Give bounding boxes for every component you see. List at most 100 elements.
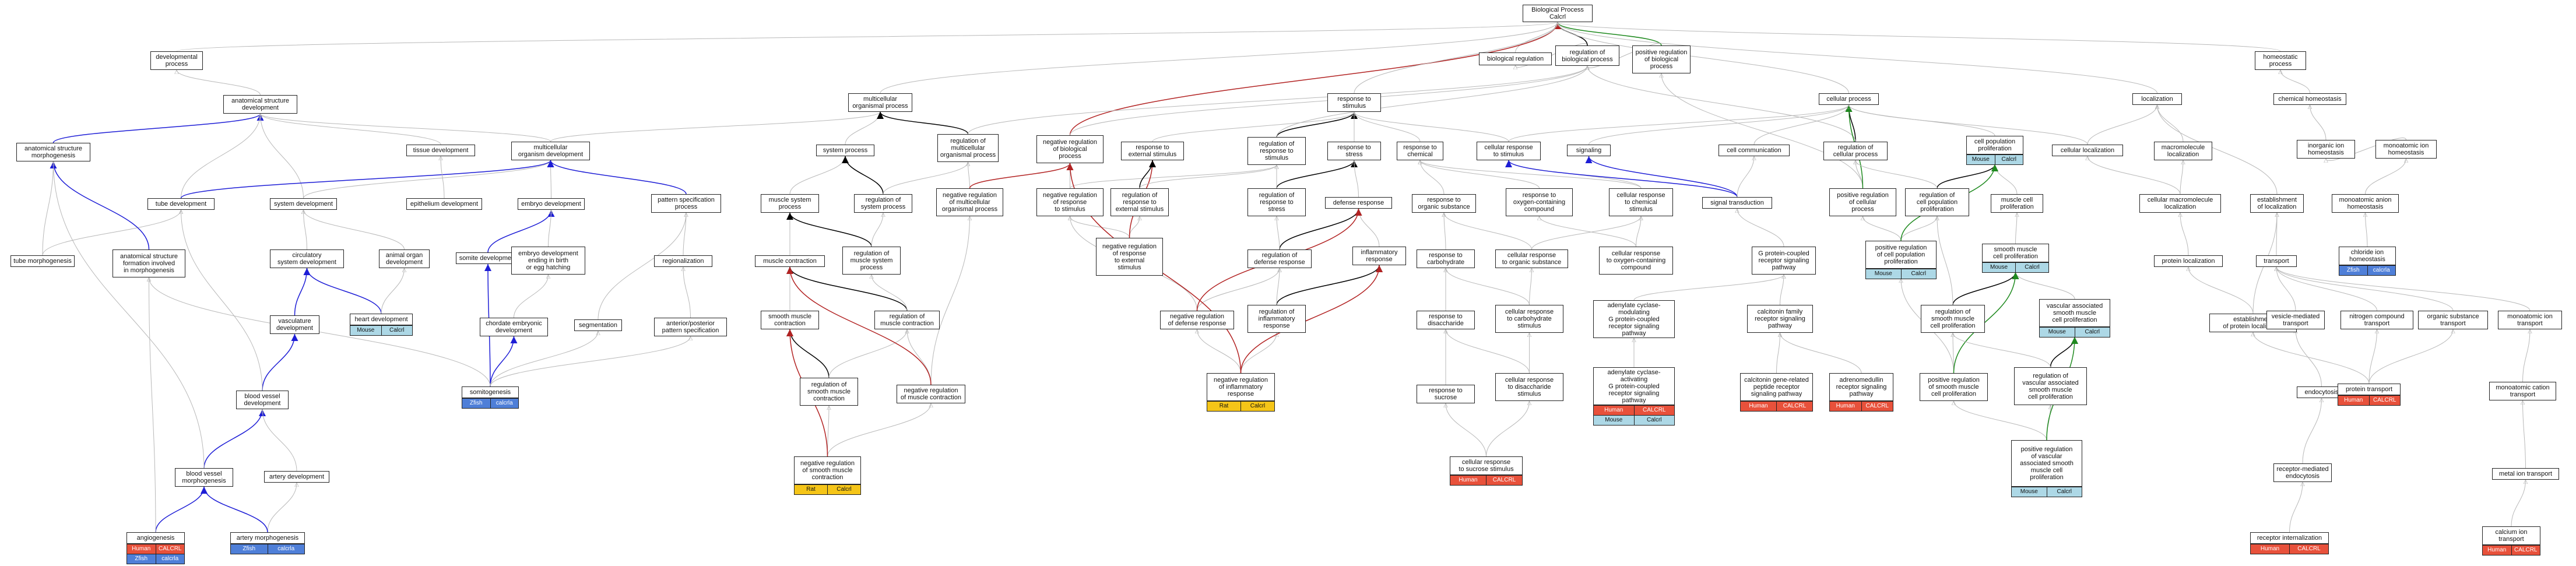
go-term-regrespstim[interactable]: regulation of response to stimulus (1247, 137, 1306, 165)
go-term-inorghomeo[interactable]: inorganic ion homeostasis (2297, 140, 2355, 159)
go-term-signaling[interactable]: signaling (1567, 145, 1611, 156)
go-term-posregvascsm[interactable]: positive regulation of vascular associat… (2011, 440, 2082, 487)
go-term-metaltrans[interactable]: metal ion transport (2492, 468, 2559, 480)
go-term-arterymorph[interactable]: artery morphogenesis (230, 532, 305, 544)
go-term-cellproc[interactable]: cellular process (1819, 93, 1879, 105)
go-term-prottrans[interactable]: protein transport (2338, 384, 2401, 395)
go-term-monohomeo[interactable]: monoatomic ion homeostasis (2375, 140, 2437, 159)
go-term-homeo[interactable]: homeostatic process (2255, 51, 2306, 70)
go-term-reginfl[interactable]: regulation of inflammatory response (1247, 305, 1306, 333)
go-term-resp-carb[interactable]: response to carbohydrate (1417, 249, 1475, 268)
go-term-regmusclesys[interactable]: regulation of muscle system process (842, 247, 901, 275)
go-term-arterydev[interactable]: artery development (264, 471, 329, 483)
go-term-regsmprol[interactable]: regulation of smooth muscle cell prolife… (1921, 305, 1985, 333)
go-term-cellrespoxy[interactable]: cellular response to oxygen-containing c… (1599, 247, 1673, 275)
go-term-smcont[interactable]: smooth muscle contraction (761, 311, 819, 329)
go-term-respdisacc[interactable]: response to disaccharide (1417, 311, 1475, 329)
go-term-devproc[interactable]: developmental process (150, 51, 203, 70)
go-term-regionaliz[interactable]: regionalization (654, 255, 712, 267)
go-term-posregbp[interactable]: positive regulation of biological proces… (1632, 45, 1691, 73)
go-term-vascsmprol[interactable]: vascular associated smooth muscle cell p… (2039, 299, 2110, 327)
go-term-musclecont[interactable]: muscle contraction (755, 255, 825, 267)
go-term-regmultiproc[interactable]: regulation of multicellular organismal p… (937, 134, 999, 162)
go-term-regcellpop[interactable]: regulation of cell population proliferat… (1905, 188, 1969, 216)
go-term-respoxy[interactable]: response to oxygen-containing compound (1506, 188, 1573, 216)
go-term-macroloc[interactable]: macromolecule localization (2154, 142, 2212, 160)
go-term-embdevend[interactable]: embryo development ending in birth or eg… (511, 247, 585, 275)
go-term-anatform[interactable]: anatomical structure formation involved … (113, 249, 185, 277)
go-term-recendo[interactable]: receptor-mediated endocytosis (2273, 463, 2332, 482)
go-term-smprol[interactable]: smooth muscle cell proliferation (1982, 244, 2049, 262)
go-term-antpost[interactable]: anterior/posterior pattern specification (654, 318, 727, 336)
go-term-somitogen[interactable]: somitogenesis (462, 386, 519, 398)
go-term-cellloc[interactable]: cellular localization (2052, 145, 2123, 156)
go-term-segment[interactable]: segmentation (574, 319, 622, 331)
go-term-cellcomm[interactable]: cell communication (1718, 145, 1790, 156)
go-term-monoanhomeo[interactable]: monoatomic anion homeostasis (2332, 194, 2399, 213)
go-term-regmusclecont[interactable]: regulation of muscle contraction (874, 311, 940, 329)
go-term-regbp[interactable]: regulation of biological process (1555, 45, 1619, 66)
go-term-transport[interactable]: transport (2256, 255, 2297, 267)
go-term-orgsubtrans[interactable]: organic substance transport (2418, 311, 2488, 329)
go-term-circdev[interactable]: circulatory system development (270, 249, 344, 268)
go-term-cellpopprol[interactable]: cell population proliferation (1966, 136, 2023, 154)
go-term-negregsmcont[interactable]: negative regulation of smooth muscle con… (794, 456, 861, 484)
go-term-resporgsub[interactable]: response to organic substance (1412, 194, 1476, 213)
go-term-regvascsm[interactable]: regulation of vascular associated smooth… (2014, 367, 2087, 405)
go-term-cellrespsucrose[interactable]: cellular response to sucrose stimulus (1450, 456, 1523, 475)
go-term-sysproc[interactable]: system process (816, 145, 874, 156)
go-term-cellrespstim[interactable]: cellular response to stimulus (1477, 142, 1541, 160)
go-term-localiz[interactable]: localization (2132, 93, 2182, 105)
go-term-adcycact[interactable]: adenylate cyclase-activating G protein-c… (1593, 367, 1675, 405)
go-term-respstress[interactable]: response to stress (1327, 142, 1381, 160)
go-term-multiproc[interactable]: multicellular organismal process (848, 93, 912, 112)
go-term-respext[interactable]: response to external stimulus (1121, 142, 1184, 160)
go-term-respsucrose[interactable]: response to sucrose (1417, 385, 1475, 403)
go-term-posregsmprol[interactable]: positive regulation of smooth muscle cel… (1920, 373, 1988, 401)
go-term-gpcr[interactable]: G protein-coupled receptor signaling pat… (1752, 247, 1816, 275)
go-term-muscleprol[interactable]: muscle cell proliferation (1991, 194, 2043, 213)
go-term-sysdev[interactable]: system development (270, 198, 337, 210)
go-term-regcellproc[interactable]: regulation of cellular process (1823, 142, 1888, 160)
go-term-protloc[interactable]: protein localization (2154, 255, 2223, 267)
go-term-negregdef[interactable]: negative regulation of defense response (1160, 311, 1234, 329)
go-term-inflresp[interactable]: inflammatory response (1352, 247, 1406, 265)
go-term-bioreg[interactable]: biological regulation (1479, 52, 1552, 65)
go-term-regdefresp[interactable]: regulation of defense response (1247, 249, 1312, 268)
go-term-caltrans[interactable]: calcium ion transport (2482, 526, 2540, 545)
go-term-vesictrans[interactable]: vesicle-mediated transport (2266, 311, 2325, 329)
go-term-embdev[interactable]: embryo development (518, 198, 585, 210)
go-term-negregmulti[interactable]: negative regulation of multicellular org… (936, 188, 1003, 216)
go-term-endocyt[interactable]: endocytosis (2297, 386, 2346, 398)
go-term-respstim[interactable]: response to stimulus (1327, 93, 1381, 112)
go-term-anatmorph[interactable]: anatomical structure morphogenesis (16, 143, 90, 161)
go-term-cellresporg[interactable]: cellular response to organic substance (1495, 249, 1568, 268)
go-term-estloc[interactable]: establishment of localization (2250, 194, 2304, 213)
go-term-cgrp[interactable]: calcitonin gene-related peptide receptor… (1740, 373, 1813, 401)
go-term-regsmcont[interactable]: regulation of smooth muscle contraction (800, 378, 858, 406)
go-term-negregresp[interactable]: negative regulation of response to stimu… (1036, 188, 1104, 216)
go-term-adreno[interactable]: adrenomedullin receptor signaling pathwa… (1829, 373, 1893, 401)
go-term-cellrespchem[interactable]: cellular response to chemical stimulus (1609, 188, 1673, 216)
go-term-tubedev[interactable]: tube development (147, 198, 215, 210)
go-term-sigtrans[interactable]: signal transduction (1702, 197, 1772, 209)
go-term-regrespext[interactable]: regulation of response to external stimu… (1110, 188, 1169, 216)
go-term-tubemorph[interactable]: tube morphogenesis (10, 255, 75, 267)
go-term-posregcellproc[interactable]: positive regulation of cellular process (1829, 188, 1896, 216)
go-term-angio[interactable]: angiogenesis (126, 532, 185, 544)
go-term-epidev[interactable]: epithelium development (406, 198, 482, 210)
go-term-heartdev[interactable]: heart development (350, 314, 413, 325)
go-term-cellmacroloc[interactable]: cellular macromolecule localization (2139, 194, 2221, 213)
go-term-tissuedev[interactable]: tissue development (406, 145, 475, 156)
go-term-negregrespext[interactable]: negative regulation of response to exter… (1096, 238, 1163, 276)
go-term-chordemb[interactable]: chordate embryonic development (480, 318, 548, 336)
go-term-negregbp[interactable]: negative regulation of biological proces… (1036, 135, 1104, 163)
go-term-chloride[interactable]: chloride ion homeostasis (2339, 247, 2396, 265)
go-term-adcyc[interactable]: adenylate cyclase-modulating G protein-c… (1593, 300, 1675, 338)
go-term-bvmorph[interactable]: blood vessel morphogenesis (175, 468, 233, 487)
go-term-calcfam[interactable]: calcitonin family receptor signaling pat… (1747, 305, 1813, 333)
go-term-cellrespcarb[interactable]: cellular response to carbohydrate stimul… (1495, 305, 1563, 333)
go-term-bp[interactable]: Biological Process Calcrl (1523, 5, 1593, 22)
go-term-patspec[interactable]: pattern specification process (651, 194, 721, 213)
go-term-negreginfl[interactable]: negative regulation of inflammatory resp… (1207, 373, 1275, 401)
